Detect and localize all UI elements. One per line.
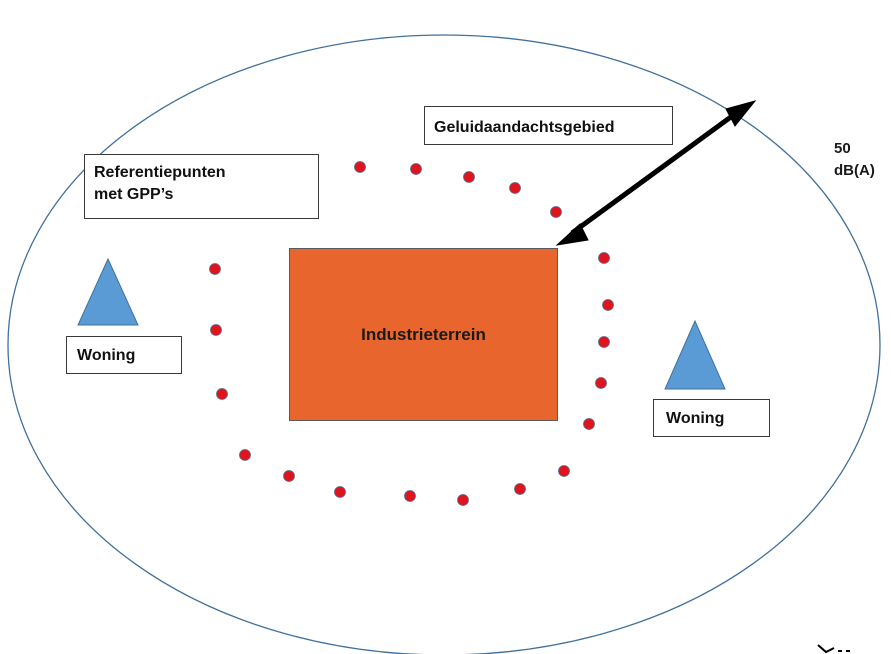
reference-point-dot-icon — [283, 470, 295, 482]
contour-level-label: 50 dB(A) — [834, 138, 884, 182]
noise-zone-label: Geluidaandachtsgebied — [424, 106, 673, 145]
corner-arrow-fragment-icon — [817, 644, 850, 654]
reference-point-dot-icon — [209, 263, 221, 275]
noise-zone-label-text: Geluidaandachtsgebied — [434, 119, 615, 136]
reference-point-dot-icon — [404, 490, 416, 502]
reference-point-dot-icon — [558, 465, 570, 477]
contour-level-value: 50 — [834, 140, 851, 157]
dwelling-right-label-text: Woning — [666, 410, 725, 427]
reference-points-label-line1: Referentiepunten — [94, 164, 226, 181]
reference-point-dot-icon — [354, 161, 366, 173]
reference-point-dot-icon — [216, 388, 228, 400]
industrial-area: Industrieterrein — [289, 248, 558, 421]
reference-point-dot-icon — [595, 377, 607, 389]
reference-point-dot-icon — [602, 299, 614, 311]
reference-point-dot-icon — [514, 483, 526, 495]
reference-point-dot-icon — [463, 171, 475, 183]
dwelling-left-label: Woning — [66, 336, 182, 374]
reference-point-dot-icon — [210, 324, 222, 336]
reference-point-dot-icon — [509, 182, 521, 194]
reference-point-dot-icon — [583, 418, 595, 430]
reference-point-dot-icon — [598, 252, 610, 264]
reference-point-dot-icon — [410, 163, 422, 175]
reference-points-label: Referentiepunten met GPP’s — [84, 154, 319, 219]
industrial-area-label: Industrieterrein — [361, 324, 486, 344]
noise-zone-boundary — [7, 34, 881, 654]
contour-level-unit: dB(A) — [834, 162, 875, 179]
dwelling-right-icon — [664, 319, 726, 390]
reference-point-dot-icon — [550, 206, 562, 218]
reference-point-dot-icon — [239, 449, 251, 461]
reference-point-dot-icon — [457, 494, 469, 506]
reference-point-dot-icon — [334, 486, 346, 498]
dwelling-right-label: Woning — [653, 399, 770, 437]
reference-points — [209, 161, 614, 506]
reference-point-dot-icon — [598, 336, 610, 348]
reference-points-label-line2: met GPP’s — [94, 186, 174, 203]
dwelling-left-label-text: Woning — [77, 347, 136, 364]
dwelling-left-icon — [77, 257, 139, 326]
distance-arrow — [555, 100, 757, 246]
